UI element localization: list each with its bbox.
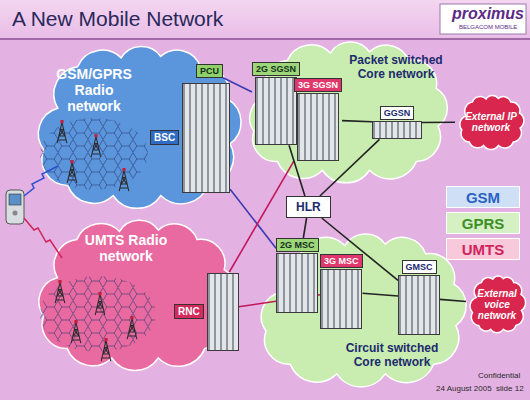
logo-text: proximus	[452, 5, 524, 23]
equipment-cabinet	[182, 83, 230, 193]
cloud-label: External voice network	[475, 288, 519, 321]
equipment-label: 2G SGSN	[252, 62, 300, 76]
antenna-tower	[57, 120, 67, 143]
footer-note: Confidential	[478, 372, 520, 381]
database-box: HLR	[286, 196, 331, 218]
label-holder: Confidential	[478, 372, 520, 381]
logo-text: BELGACOM MOBILE	[459, 24, 517, 31]
legend-text: GSM	[462, 189, 504, 206]
equipment-node: 2G MSC	[276, 238, 319, 313]
antenna-tower	[67, 160, 77, 183]
network-link	[363, 293, 398, 296]
equipment-cabinet	[398, 275, 440, 335]
equipment-node: GMSC	[398, 260, 440, 335]
network-link	[303, 218, 306, 238]
label-holder: 24 August 2005	[436, 385, 492, 394]
legend-text: UMTS	[458, 241, 509, 258]
equipment-label: 2G MSC	[276, 238, 319, 252]
network-link	[422, 121, 455, 123]
cloud-label: External IP network	[464, 111, 518, 133]
network-cloud: Circuit switched Core network 2G MSC3G MS…	[250, 230, 472, 388]
equipment-label: BSC	[150, 130, 179, 146]
equipment-cabinet	[255, 77, 297, 145]
equipment-cabinet	[320, 269, 362, 329]
legend-item: GSM	[446, 186, 520, 208]
logo-box	[440, 4, 526, 34]
network-cloud: Packet switched Core network 2G SGSN 3G SG…	[238, 38, 454, 184]
antenna-tower	[55, 280, 65, 303]
cloud-label: Packet switched Core network	[346, 54, 446, 82]
antenna-tower	[119, 168, 129, 191]
legend-text: GPRS	[458, 215, 509, 232]
database-label: HLR	[296, 200, 321, 214]
equipment-label: GMSC	[402, 260, 437, 274]
antenna-tower	[91, 134, 101, 157]
slide-title: A New Mobile Network	[12, 7, 223, 31]
radio-link	[24, 218, 62, 258]
equipment-label: GGSN	[380, 106, 415, 120]
network-cloud: GSM/GPRS Radio networkBSC PCU	[28, 42, 246, 210]
cloud-label: GSM/GPRS Radio network	[46, 66, 142, 114]
equipment-node: 2G SGSN	[252, 62, 300, 145]
external-network-cloud: External voice network	[466, 272, 528, 336]
antenna-tower	[95, 292, 105, 315]
network-cloud: UMTS Radio networkRNC	[28, 216, 242, 372]
network-link	[440, 299, 466, 301]
equipment-label: PCU	[196, 64, 223, 78]
footer-note: 24 August 2005	[436, 385, 492, 394]
equipment-label: RNC	[174, 304, 204, 320]
radio-cells	[40, 118, 148, 190]
legend-swatch: UMTS	[446, 238, 520, 260]
external-network-cloud: External IP network	[455, 92, 527, 152]
equipment-cabinet	[276, 253, 318, 313]
legend-item: UMTS	[446, 238, 520, 260]
legend-swatch: GPRS	[446, 212, 520, 234]
equipment-cabinet	[297, 93, 339, 161]
mobile-phone	[6, 190, 24, 224]
network-link	[230, 189, 276, 248]
antenna-tower	[71, 320, 81, 343]
equipment-cabinet	[372, 121, 422, 139]
equipment-tag: PCU	[196, 64, 223, 78]
cloud-label: UMTS Radio network	[76, 232, 176, 264]
equipment-node: GGSN	[372, 106, 422, 139]
footer-note: slide 12	[496, 385, 524, 394]
equipment-node: 3G SGSN	[294, 78, 342, 161]
cloud-label: Circuit switched Core network	[332, 342, 452, 370]
equipment-node: BSC	[150, 82, 230, 193]
legend-item: GPRS	[446, 212, 520, 234]
network-link	[342, 121, 372, 122]
equipment-cabinet	[207, 273, 239, 351]
label-holder: proximus	[452, 5, 524, 23]
equipment-label: 3G SGSN	[294, 78, 342, 92]
radio-cells	[40, 276, 156, 352]
antenna-tower	[101, 338, 111, 361]
title-holder: A New Mobile Network	[12, 7, 223, 31]
equipment-node: 3G MSC	[320, 254, 363, 329]
equipment-node: RNC	[174, 272, 239, 351]
equipment-label: 3G MSC	[320, 254, 363, 268]
label-holder: slide 12	[496, 385, 524, 394]
radio-link	[24, 166, 58, 196]
antenna-tower	[127, 316, 137, 339]
legend-swatch: GSM	[446, 186, 520, 208]
label-holder: BELGACOM MOBILE	[459, 24, 517, 31]
